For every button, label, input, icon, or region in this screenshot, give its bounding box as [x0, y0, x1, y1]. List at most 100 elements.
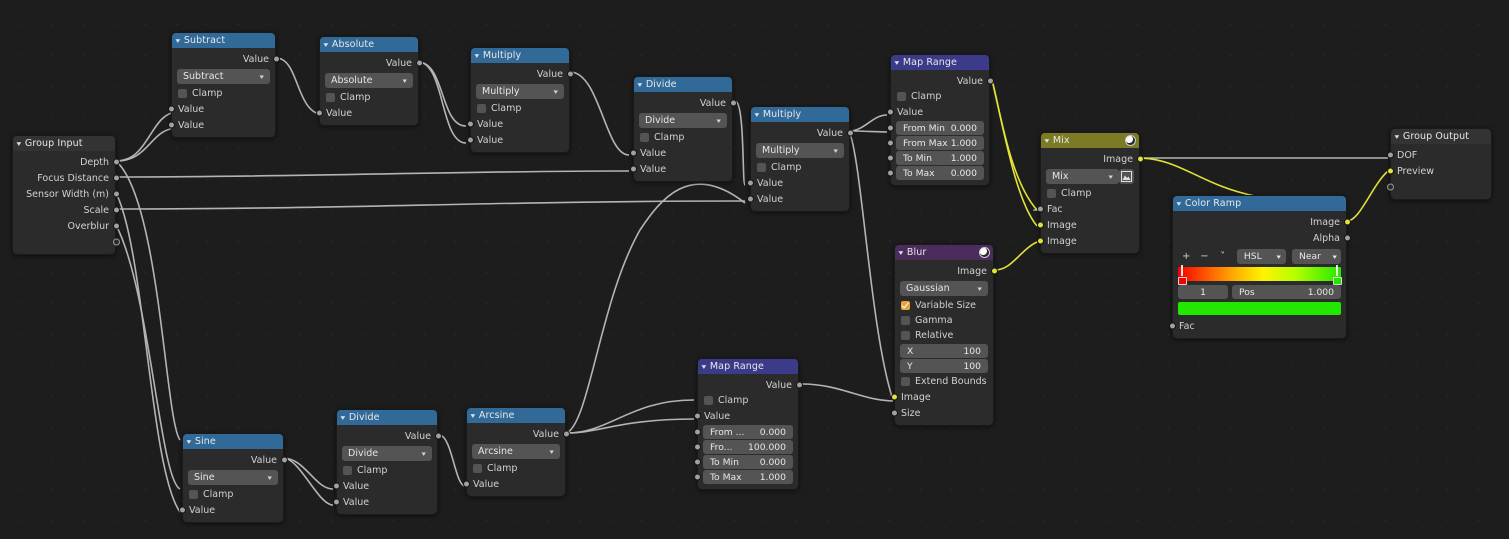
stop-index-field[interactable]: 1	[1178, 285, 1228, 299]
socket-dot[interactable]	[167, 121, 175, 129]
stop-knob[interactable]	[1333, 277, 1342, 285]
socket-dot[interactable]	[693, 458, 701, 466]
output-socket-value[interactable]: Value	[751, 125, 854, 141]
stop-position-field[interactable]: Pos 1.000	[1232, 285, 1341, 299]
input-socket-value-2[interactable]: Value	[332, 494, 437, 510]
socket-dot[interactable]	[566, 70, 574, 78]
socket-dot[interactable]	[415, 59, 423, 67]
interpolation-dropdown[interactable]: HSL ▾	[1236, 249, 1286, 264]
operation-dropdown[interactable]: Sine ▾	[188, 470, 278, 485]
stop-color-swatch[interactable]	[1178, 302, 1341, 315]
node-divide-2[interactable]: ▾ Divide Value Divide ▾ Clamp Value V	[332, 409, 442, 515]
chevron-down-icon[interactable]: ▾	[175, 36, 181, 45]
input-socket-value[interactable]: Value	[693, 408, 798, 424]
node-header[interactable]: ▾ Divide	[337, 410, 437, 425]
input-socket-image[interactable]: Image	[890, 389, 993, 405]
socket-dot[interactable]	[1036, 205, 1044, 213]
chevron-down-icon[interactable]: ▾	[186, 437, 192, 446]
socket-dot[interactable]	[890, 393, 898, 401]
clamp-checkbox[interactable]: Clamp	[471, 101, 569, 116]
input-socket-fac[interactable]: Fac	[1168, 318, 1346, 334]
operation-dropdown[interactable]: Arcsine ▾	[472, 444, 560, 459]
socket-dot[interactable]	[272, 55, 280, 63]
node-header[interactable]: ▾ Arcsine	[467, 408, 565, 423]
socket-dot[interactable]	[1343, 218, 1351, 226]
node-header[interactable]: ▾ Divide	[634, 77, 732, 92]
output-socket-value[interactable]: Value	[183, 452, 288, 468]
output-socket-image[interactable]: Image	[1041, 151, 1144, 167]
input-socket-value[interactable]: Value	[178, 502, 283, 518]
output-socket-scale[interactable]: Scale	[13, 202, 120, 218]
checkbox-box[interactable]	[178, 89, 187, 98]
stop-knob[interactable]	[1178, 277, 1187, 285]
socket-dot[interactable]	[693, 473, 701, 481]
chevron-down-icon[interactable]: ▾	[340, 413, 346, 422]
output-socket-value[interactable]: Value	[698, 377, 803, 393]
input-socket-image-2[interactable]: Image	[1036, 233, 1139, 249]
input-socket-value-1[interactable]: Value	[167, 101, 275, 117]
output-socket-focus-distance[interactable]: Focus Distance	[13, 170, 120, 186]
socket-dot[interactable]	[462, 480, 470, 488]
node-header[interactable]: ▾ Multiply	[751, 107, 849, 122]
clamp-checkbox[interactable]: Clamp	[183, 487, 283, 502]
output-socket-sensor-width[interactable]: Sensor Width (m)	[13, 186, 120, 202]
input-socket-preview[interactable]: Preview	[1386, 163, 1491, 179]
checkbox-box[interactable]	[901, 331, 910, 340]
chevron-down-icon[interactable]: ▾	[894, 58, 900, 67]
operation-dropdown[interactable]: Multiply ▾	[476, 84, 564, 99]
node-mix[interactable]: ▾ Mix Image Mix ▾	[1036, 132, 1144, 254]
relative-checkbox[interactable]: Relative	[895, 328, 993, 343]
socket-dot[interactable]	[693, 412, 701, 420]
socket-dot[interactable]	[729, 99, 737, 107]
socket-dot[interactable]	[1386, 151, 1394, 159]
socket-dot[interactable]	[1386, 167, 1394, 175]
chevron-down-icon[interactable]: ▾	[474, 51, 480, 60]
socket-dot[interactable]	[178, 506, 186, 514]
node-color-ramp[interactable]: ▾ Color Ramp Image Alpha + − ˅ HSL ▾	[1168, 195, 1351, 339]
image-preview-icon[interactable]	[1119, 169, 1134, 184]
operation-dropdown[interactable]: Divide ▾	[639, 113, 727, 128]
operation-dropdown[interactable]: Subtract ▾	[177, 69, 270, 84]
node-header[interactable]: ▾ Blur	[895, 245, 993, 260]
socket-dot[interactable]	[280, 456, 288, 464]
socket-dot[interactable]	[890, 409, 898, 417]
variable-size-checkbox[interactable]: Variable Size	[895, 298, 993, 313]
output-socket-value[interactable]: Value	[467, 426, 570, 442]
ramp-menu-button[interactable]: ˅	[1220, 251, 1226, 262]
socket-dot[interactable]	[167, 105, 175, 113]
node-header[interactable]: ▾ Absolute	[320, 37, 418, 52]
node-header[interactable]: ▾ Multiply	[471, 48, 569, 63]
output-socket-value[interactable]: Value	[471, 66, 574, 82]
socket-dot[interactable]	[629, 165, 637, 173]
socket-dot[interactable]	[112, 158, 120, 166]
clamp-checkbox[interactable]: Clamp	[337, 463, 437, 478]
input-socket-value-2[interactable]: Value	[167, 117, 275, 133]
chevron-down-icon[interactable]: ▾	[701, 362, 707, 371]
node-group-output[interactable]: ▾ Group Output DOF Preview	[1386, 128, 1492, 200]
socket-dot[interactable]	[466, 120, 474, 128]
output-socket-value[interactable]: Value	[172, 51, 280, 67]
input-socket-value-1[interactable]: Value	[746, 175, 849, 191]
socket-dot[interactable]	[112, 206, 120, 214]
socket-dot[interactable]	[332, 498, 340, 506]
socket-dot-virtual[interactable]	[112, 238, 120, 246]
input-socket-virtual[interactable]	[1386, 179, 1491, 195]
operation-dropdown[interactable]: Multiply ▾	[756, 143, 844, 158]
socket-dot[interactable]	[990, 267, 998, 275]
gamma-checkbox[interactable]: Gamma	[895, 313, 993, 328]
socket-dot[interactable]	[746, 195, 754, 203]
socket-dot[interactable]	[332, 482, 340, 490]
input-socket-value-2[interactable]: Value	[746, 191, 849, 207]
node-header[interactable]: ▾ Map Range	[698, 359, 798, 374]
input-socket-value-1[interactable]: Value	[466, 116, 569, 132]
clamp-checkbox[interactable]: Clamp	[467, 461, 565, 476]
field-x[interactable]: X 100	[900, 344, 988, 358]
ramp-stop-0[interactable]	[1178, 265, 1187, 285]
clamp-checkbox[interactable]: Clamp	[634, 130, 732, 145]
checkbox-box[interactable]	[901, 316, 910, 325]
node-multiply-2[interactable]: ▾ Multiply Value Multiply ▾ Clamp Value	[746, 106, 854, 212]
chevron-down-icon[interactable]: ▾	[16, 139, 22, 148]
color-mode-dropdown[interactable]: Near ▾	[1291, 249, 1342, 264]
output-socket-value[interactable]: Value	[891, 73, 994, 89]
